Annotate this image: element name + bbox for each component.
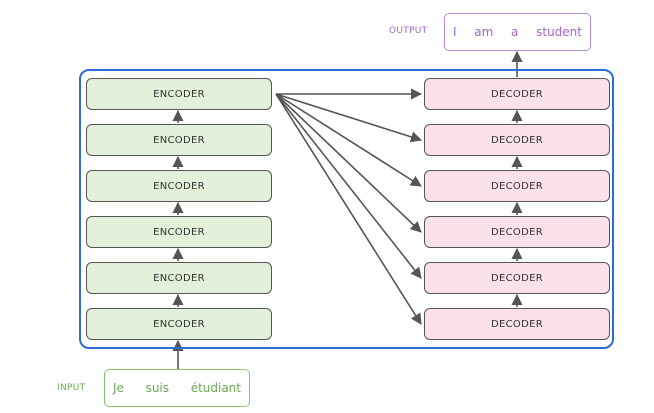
output-token: a [511, 25, 519, 39]
decoder-block: DECODER [424, 124, 610, 156]
decoder-block: DECODER [424, 170, 610, 202]
output-token: am [474, 25, 494, 39]
output-token: I [453, 25, 457, 39]
input-token: suis [145, 381, 170, 395]
encoder-to-decoder-arrow [275, 93, 422, 187]
output-label: OUTPUT [389, 26, 428, 36]
decoder-block: DECODER [424, 216, 610, 248]
input-token: étudiant [190, 381, 241, 395]
input-box: Je suis étudiant [104, 369, 250, 407]
encoder-decoder-frame [79, 69, 614, 349]
output-box: I am a student [444, 13, 591, 51]
encoder-to-decoder-arrow [275, 93, 422, 325]
encoder-block: ENCODER [86, 78, 272, 110]
encoder-block: ENCODER [86, 308, 272, 340]
encoder-block: ENCODER [86, 262, 272, 294]
decoder-block: DECODER [424, 78, 610, 110]
input-token: Je [113, 381, 124, 395]
input-label: INPUT [57, 383, 86, 393]
output-token: student [536, 25, 582, 39]
encoder-block: ENCODER [86, 216, 272, 248]
encoder-to-decoder-arrow [275, 93, 422, 279]
encoder-to-decoder-arrow [275, 93, 423, 143]
encoder-to-decoder-arrow [275, 93, 422, 233]
decoder-block: DECODER [424, 262, 610, 294]
encoder-block: ENCODER [86, 170, 272, 202]
encoder-block: ENCODER [86, 124, 272, 156]
decoder-block: DECODER [424, 308, 610, 340]
